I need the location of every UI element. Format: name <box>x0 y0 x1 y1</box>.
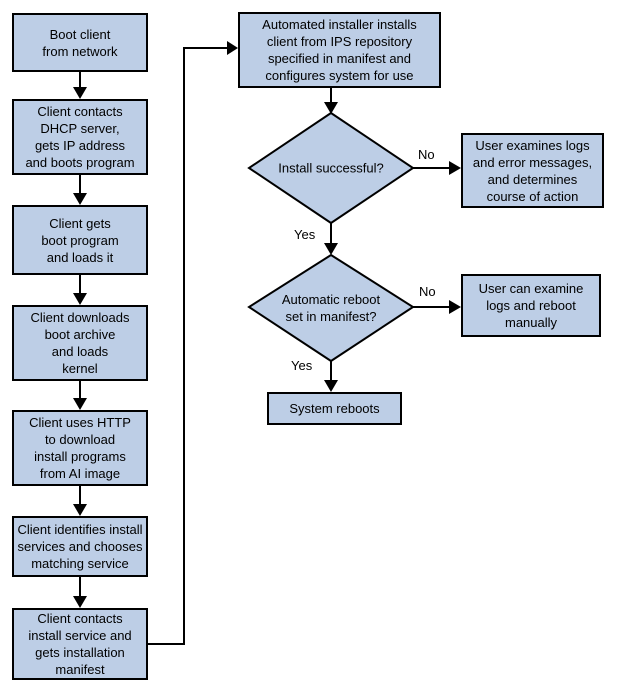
edge-label-install-yes: Yes <box>294 227 316 242</box>
arrowhead-decision1-no <box>449 161 461 175</box>
decision-automatic-reboot-label: Automatic reboot set in manifest? <box>281 292 381 324</box>
node-boot-archive: Client downloads boot archive and loads … <box>12 305 148 381</box>
decision-install-successful-label: Install successful? <box>278 160 384 176</box>
connector-contact-to-installer <box>147 47 227 645</box>
node-dhcp-contact: Client contacts DHCP server, gets IP add… <box>12 99 148 175</box>
arrowhead-decision2-no <box>449 300 461 314</box>
arrowhead-dhcp-to-bootprogram <box>73 193 87 205</box>
node-user-examines-logs: User examines logs and error messages, a… <box>461 133 604 208</box>
node-boot-program: Client gets boot program and loads it <box>12 205 148 275</box>
arrowhead-identify-to-contact <box>73 596 87 608</box>
arrowhead-contact-to-installer <box>227 41 238 55</box>
arrowhead-installer-to-decision1 <box>324 102 338 114</box>
node-http-download: Client uses HTTP to download install pro… <box>12 410 148 486</box>
arrowhead-http-to-identify <box>73 504 87 516</box>
arrowhead-bootprogram-to-bootarchive <box>73 293 87 305</box>
arrowhead-decision2-yes <box>324 380 338 392</box>
arrowhead-decision1-yes <box>324 243 338 255</box>
node-automated-installer: Automated installer installs client from… <box>238 12 441 88</box>
arrowhead-boot-to-dhcp <box>73 87 87 99</box>
node-identify-services: Client identifies install services and c… <box>12 516 148 577</box>
node-boot-client: Boot client from network <box>12 13 148 72</box>
node-system-reboots: System reboots <box>267 392 402 425</box>
edge-label-install-no: No <box>418 147 435 162</box>
edge-label-reboot-yes: Yes <box>291 358 313 373</box>
arrowhead-bootarchive-to-http <box>73 398 87 410</box>
node-user-can-examine: User can examine logs and reboot manuall… <box>461 274 601 337</box>
node-contact-service: Client contacts install service and gets… <box>12 608 148 680</box>
edge-label-reboot-no: No <box>419 284 436 299</box>
